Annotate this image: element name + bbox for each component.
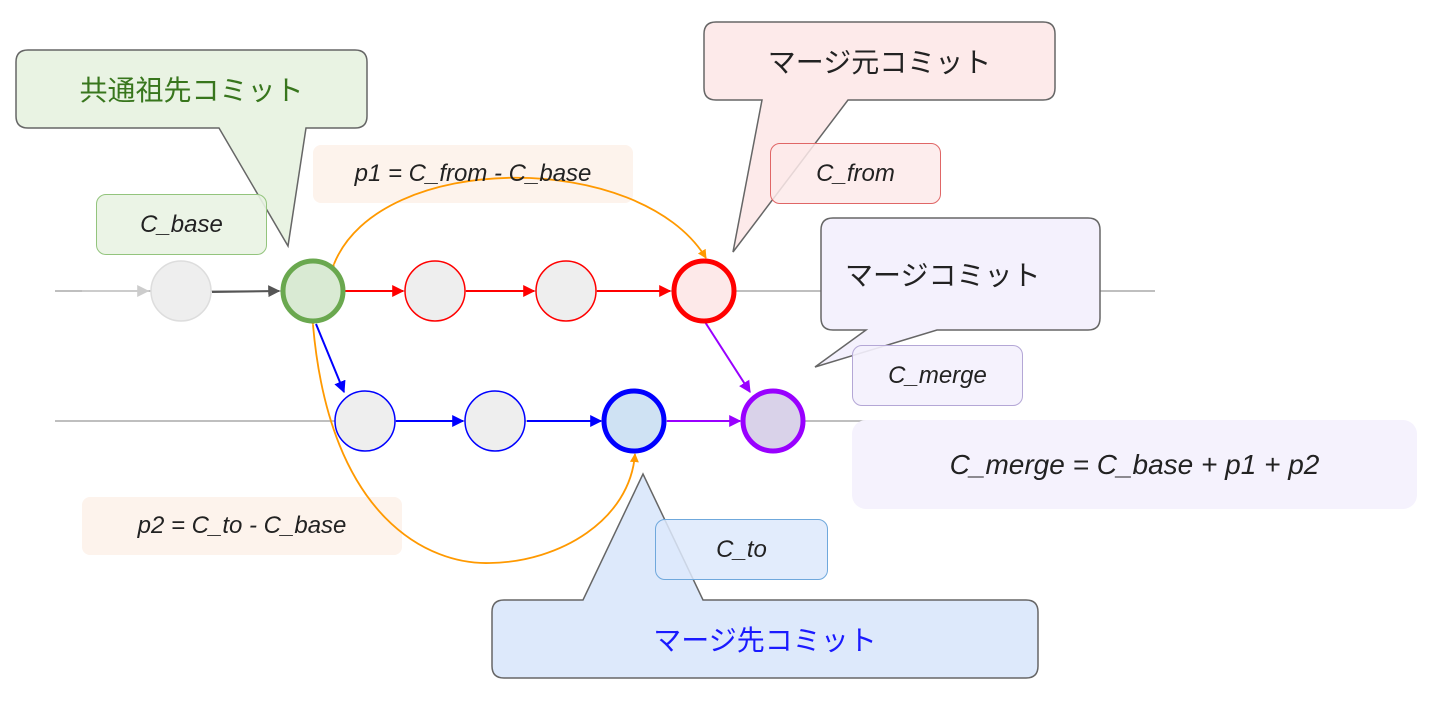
commit-node-from-1[interactable] (404, 260, 466, 322)
commit-node-to-2[interactable] (464, 390, 526, 452)
label-c-from: C_from (770, 143, 941, 204)
p2-label-bg (82, 497, 402, 555)
formula-bg (852, 420, 1417, 509)
commit-node-from[interactable] (671, 258, 737, 324)
commit-node-merge[interactable] (740, 388, 806, 454)
label-formula: C_merge = C_base + p1 + p2 (949, 448, 1320, 480)
label-p1: p1 = C_from - C_base (354, 160, 592, 187)
callout-from-text: マージ元コミット (767, 46, 992, 79)
callout-merge-text: マージコミット (845, 259, 1041, 292)
label-p2: p2 = C_to - C_base (137, 512, 347, 539)
label-c-merge: C_merge (852, 345, 1023, 406)
commit-node-to[interactable] (601, 388, 667, 454)
commit-node-to-1[interactable] (334, 390, 396, 452)
callout-base-text: 共通祖先コミット (79, 74, 304, 107)
commit-node-history[interactable] (150, 260, 212, 322)
commit-node-base[interactable] (280, 258, 346, 324)
label-c-to: C_to (655, 519, 828, 580)
patch-p1-arrow (326, 176, 707, 274)
patch-p2-arrow (307, 316, 639, 564)
p1-label-bg (313, 145, 633, 203)
label-c-base: C_base (96, 194, 267, 255)
edge-merge-from (704, 321, 751, 394)
commit-node-from-2[interactable] (535, 260, 597, 322)
callout-base-shape (15, 49, 368, 249)
callout-to-shape (491, 472, 1039, 679)
callout-to-text: マージ先コミット (653, 624, 877, 657)
edge-history (211, 285, 281, 298)
